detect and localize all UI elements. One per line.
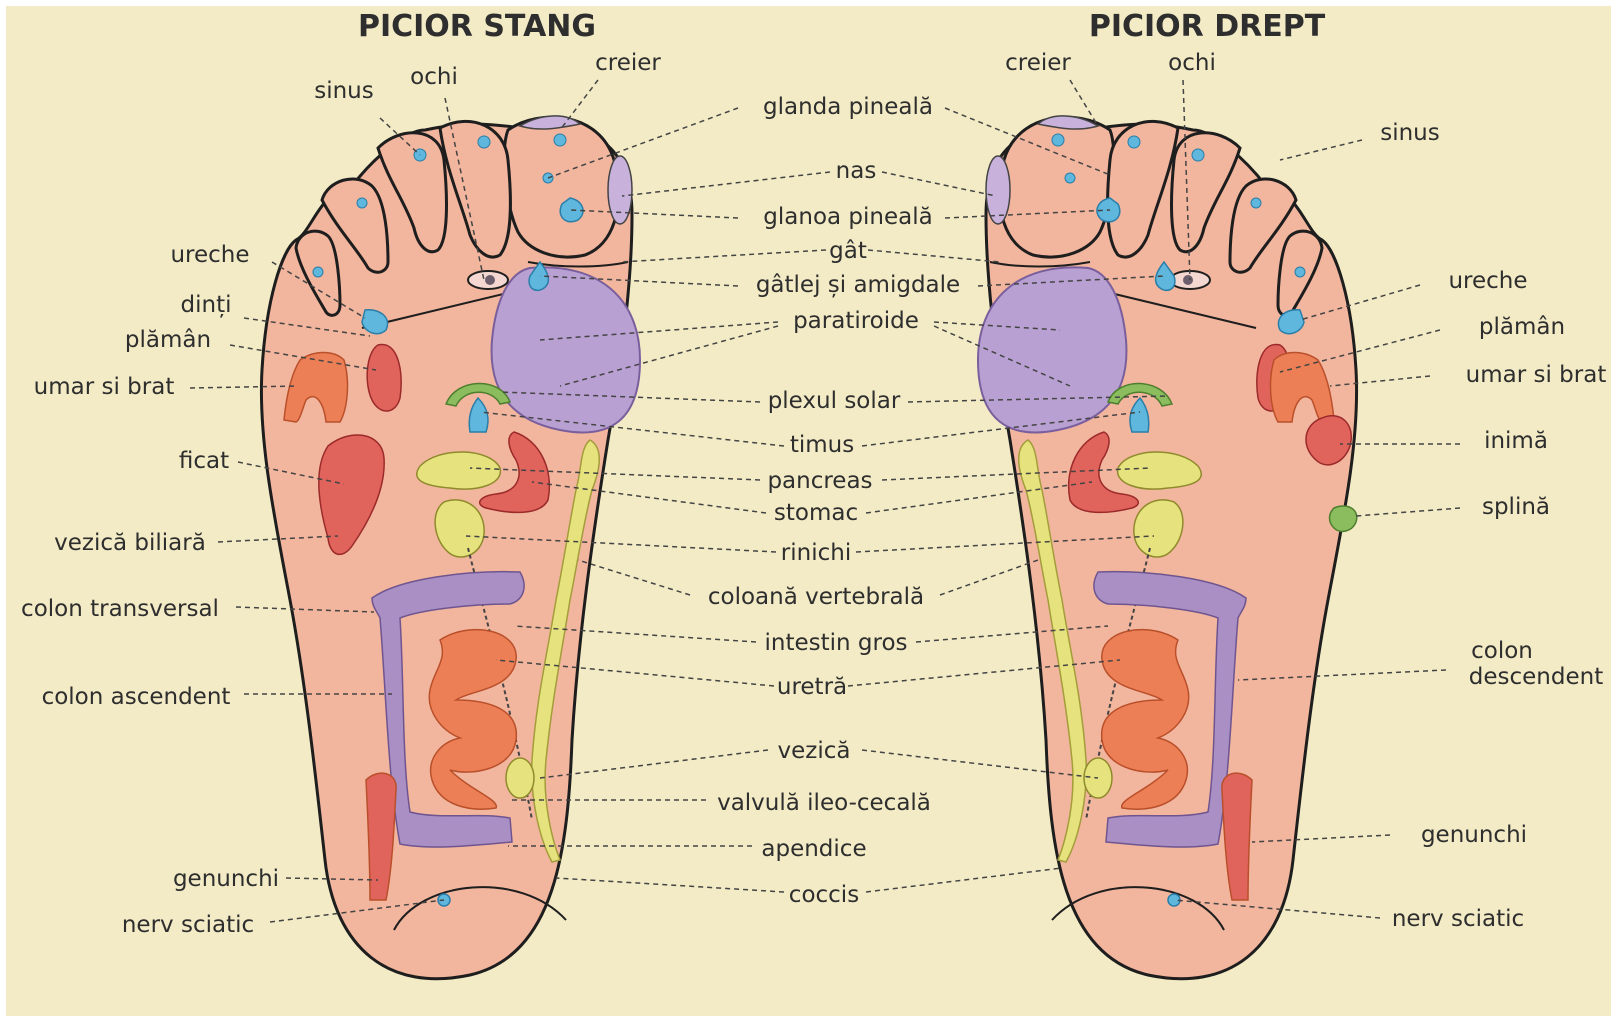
label-creier-left: creier bbox=[595, 50, 661, 76]
label-colon-transversal: colon transversal bbox=[21, 596, 219, 622]
label-glanda-pineala-1: glanda pineală bbox=[763, 94, 933, 120]
label-pancreas: pancreas bbox=[767, 468, 872, 494]
label-genunchi-left: genunchi bbox=[173, 866, 279, 892]
label-ureche-right: ureche bbox=[1448, 268, 1527, 294]
label-paratiroide: paratiroide bbox=[793, 308, 919, 334]
label-ureche-left: ureche bbox=[170, 242, 249, 268]
label-dinti: dinți bbox=[181, 292, 232, 318]
label-plaman-left: plămân bbox=[125, 327, 211, 353]
label-colon-descendent-2: descendent bbox=[1469, 664, 1603, 690]
label-uretra: uretră bbox=[777, 674, 847, 700]
label-glanda-pineala-2: glanoa pineală bbox=[763, 204, 932, 230]
label-ficat: ficat bbox=[179, 448, 229, 474]
label-genunchi-right: genunchi bbox=[1421, 822, 1527, 848]
left-bladder-zone bbox=[506, 758, 534, 798]
label-plexul-solar: plexul solar bbox=[768, 388, 901, 414]
label-nas: nas bbox=[836, 158, 877, 184]
label-ochi-left: ochi bbox=[410, 64, 458, 90]
heart-zone bbox=[1306, 416, 1351, 465]
label-coloana-vertebrala: coloană vertebrală bbox=[708, 584, 924, 610]
label-umar-left: umar si brat bbox=[34, 374, 175, 400]
right-nose-zone bbox=[986, 156, 1010, 224]
label-rinichi: rinichi bbox=[781, 540, 851, 566]
label-creier-right: creier bbox=[1005, 50, 1071, 76]
label-colon-descendent-1: colon bbox=[1471, 638, 1533, 664]
left-lung-zone bbox=[367, 344, 401, 411]
label-inima: inimă bbox=[1484, 428, 1548, 454]
label-splina: splină bbox=[1482, 494, 1550, 520]
label-plaman-right: plămân bbox=[1479, 314, 1565, 340]
label-colon-ascendent: colon ascendent bbox=[42, 684, 231, 710]
label-umar-right: umar si brat bbox=[1466, 362, 1607, 388]
title-left-foot: PICIOR STANG bbox=[358, 9, 596, 44]
label-coccis: coccis bbox=[789, 882, 859, 908]
label-timus: timus bbox=[790, 432, 854, 458]
label-sinus-left: sinus bbox=[314, 78, 374, 104]
label-nerv-sciatic-right: nerv sciatic bbox=[1392, 906, 1524, 932]
label-ochi-right: ochi bbox=[1168, 50, 1216, 76]
label-vezica-biliara: vezică biliară bbox=[54, 530, 206, 556]
left-nose-zone bbox=[608, 156, 632, 224]
label-valvula-ileo-cecala: valvulă ileo-cecală bbox=[717, 790, 931, 816]
label-sinus-right: sinus bbox=[1380, 120, 1440, 146]
spleen-zone bbox=[1330, 506, 1357, 531]
label-stomac: stomac bbox=[774, 500, 858, 526]
label-apendice: apendice bbox=[761, 836, 866, 862]
label-intestin-gros: intestin gros bbox=[764, 630, 907, 656]
label-gat: gât bbox=[829, 238, 867, 264]
label-vezica: vezică bbox=[778, 738, 851, 764]
title-right-foot: PICIOR DREPT bbox=[1089, 9, 1326, 44]
label-nerv-sciatic-left: nerv sciatic bbox=[122, 912, 254, 938]
label-gatlej-amigdale: gâtlej și amigdale bbox=[756, 272, 960, 298]
